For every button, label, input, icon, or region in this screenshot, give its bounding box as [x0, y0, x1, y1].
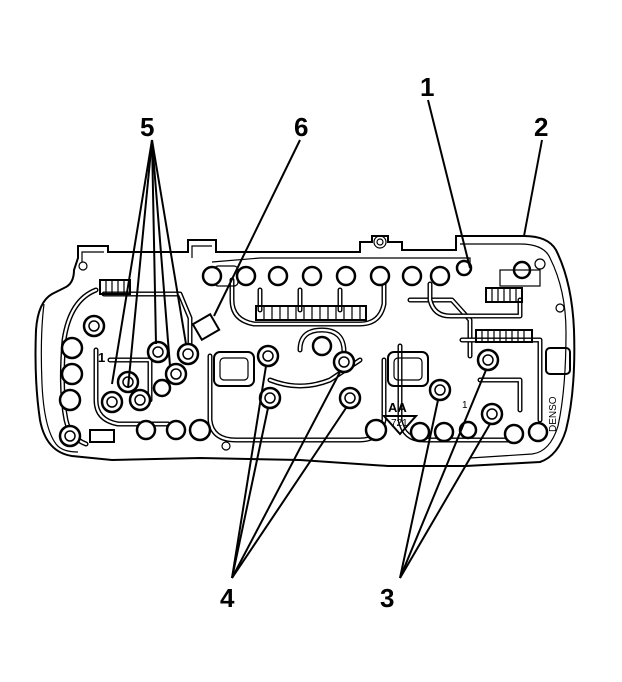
left-bulb-group — [58, 312, 221, 448]
leader-4c — [231, 371, 341, 579]
board-markings: AA 721 DENSO 1 1 — [98, 350, 559, 436]
board-maker-text: DENSO — [548, 396, 559, 432]
leader-6 — [213, 139, 301, 317]
leader-5a — [111, 139, 153, 385]
leader-5c — [151, 139, 157, 345]
leader-3c — [399, 423, 491, 579]
triangle-marker — [381, 415, 419, 436]
callout-6: 6 — [294, 112, 308, 142]
leader-4a — [231, 365, 267, 579]
pin-mark-text-2: 1 — [462, 400, 468, 411]
leader-4b — [231, 407, 269, 579]
board-code-text: AA — [388, 400, 407, 415]
right-bulb-group — [409, 260, 549, 445]
callout-1: 1 — [420, 72, 434, 102]
board-number-text: 721 — [391, 418, 408, 429]
callout-leaders — [111, 99, 543, 579]
leader-5e — [151, 139, 187, 345]
leader-4d — [231, 407, 347, 579]
leader-5b — [127, 139, 153, 389]
callout-3: 3 — [380, 583, 394, 613]
circuit-traces — [59, 277, 543, 447]
leader-1 — [427, 99, 471, 269]
callout-5: 5 — [140, 112, 154, 142]
top-row-sockets — [201, 259, 473, 287]
ribbon-connectors — [99, 279, 533, 343]
center-bulb-group — [256, 335, 388, 442]
callout-4: 4 — [220, 583, 235, 613]
gauge-apertures — [213, 265, 571, 387]
pin-mark-text: 1 — [98, 350, 105, 365]
leader-5d — [151, 139, 171, 367]
leader-3a — [399, 399, 439, 579]
callout-2: 2 — [534, 112, 548, 142]
leader-2 — [523, 139, 543, 237]
leader-3b — [399, 369, 487, 579]
callout-labels: 1 2 3 4 5 6 — [140, 72, 548, 613]
